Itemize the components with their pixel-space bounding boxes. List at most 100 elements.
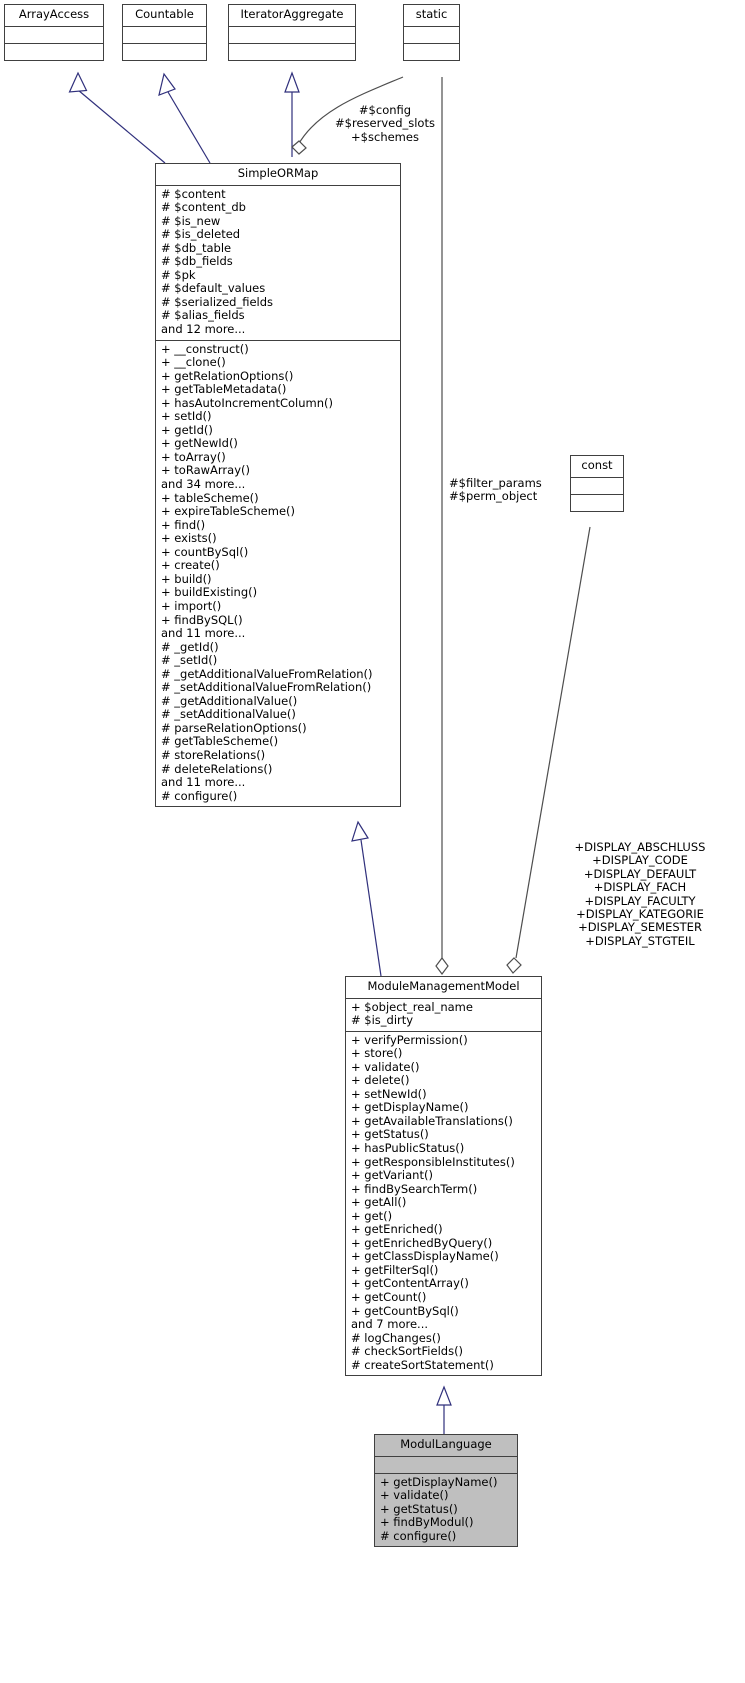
class-attributes-countable [123,27,206,44]
class-member-row: + getEnriched() [351,1222,443,1237]
class-operations-module-management-model: + verifyPermission()+ store()+ validate(… [346,1032,541,1376]
class-member-row: + setNewId() [351,1086,427,1101]
class-attributes-simple-ormap: # $content# $content_db# $is_new# $is_de… [156,186,400,341]
inheritance-simpleormap-iteratoraggregate [284,71,300,157]
class-box-simple-ormap[interactable]: SimpleORMap # $content# $content_db# $is… [155,163,401,808]
class-title-static: static [404,5,459,27]
class-member-row: + getAll() [351,1195,407,1210]
class-member-row: + verifyPermission() [351,1032,468,1047]
class-attributes-static [404,27,459,44]
class-box-array-access[interactable]: ArrayAccess [4,4,104,61]
class-member-row: # $is_dirty [351,1013,414,1028]
class-title-modul-language: ModulLanguage [375,1435,517,1457]
class-member-row: + getStatus() [380,1501,458,1516]
edge-label-static-simpleormap: #$config #$reserved_slots +$schemes [335,103,435,144]
class-member-row: + findBySQL() [161,612,243,627]
class-member-row: # _getAdditionalValueFromRelation() [161,666,373,681]
class-member-row: + findByModul() [380,1515,474,1530]
class-member-row: # deleteRelations() [161,761,273,776]
class-member-row: # _setId() [161,653,218,668]
class-member-row: and 34 more... [161,477,246,492]
class-member-row: # _getId() [161,639,219,654]
class-box-module-management-model[interactable]: ModuleManagementModel + $object_real_nam… [345,976,542,1377]
class-member-row: + import() [161,598,222,613]
class-member-row: # _setAdditionalValue() [161,707,296,722]
class-member-row: + getCount() [351,1290,427,1305]
inheritance-modulemanagementmodel-simpleormap [351,820,382,977]
class-box-iterator-aggregate[interactable]: IteratorAggregate [228,4,356,61]
class-member-row: + countBySql() [161,544,249,559]
class-title-array-access: ArrayAccess [5,5,103,27]
class-box-countable[interactable]: Countable [122,4,207,61]
class-member-row: # $is_deleted [161,227,241,242]
class-member-row: + create() [161,558,220,573]
class-member-row: + getContentArray() [351,1276,469,1291]
class-member-row: + getRelationOptions() [161,368,294,383]
class-box-modul-language[interactable]: ModulLanguage + getDisplayName()+ valida… [374,1434,518,1548]
class-member-row: and 11 more... [161,775,246,790]
edge-label-static-module-management-model: #$filter_params #$perm_object [449,476,542,504]
class-member-row: # _setAdditionalValueFromRelation() [161,680,372,695]
class-member-row: + $object_real_name [351,999,473,1014]
class-member-row: # configure() [380,1528,457,1543]
class-member-row: # $is_new [161,213,221,228]
class-member-row: # $db_table [161,240,232,255]
class-member-row: + getCountBySql() [351,1303,459,1318]
class-member-row: # _getAdditionalValue() [161,693,298,708]
class-member-row: + findBySearchTerm() [351,1181,478,1196]
class-operations-static [404,44,459,60]
edge-label-const-module-management-model: +DISPLAY_ABSCHLUSS +DISPLAY_CODE +DISPLA… [574,840,706,948]
class-member-row: + __construct() [161,341,249,356]
class-box-static[interactable]: static [403,4,460,61]
class-member-row: + delete() [351,1073,410,1088]
class-member-row: # $content [161,186,226,201]
class-member-row: + hasAutoIncrementColumn() [161,395,333,410]
class-member-row: + getTableMetadata() [161,382,287,397]
class-operations-simple-ormap: + __construct()+ __clone()+ getRelationO… [156,341,400,807]
class-member-row: # checkSortFields() [351,1344,464,1359]
class-member-row: and 7 more... [351,1317,429,1332]
class-attributes-iterator-aggregate [229,27,355,44]
class-member-row: + toRawArray() [161,463,250,478]
class-operations-modul-language: + getDisplayName()+ validate()+ getStatu… [375,1474,517,1547]
class-member-row: + get() [351,1208,393,1223]
class-member-row: + getVariant() [351,1168,433,1183]
class-member-row: + getStatus() [351,1127,429,1142]
class-member-row: + __clone() [161,355,226,370]
class-member-row: and 12 more... [161,322,246,337]
class-title-const: const [571,456,623,478]
class-member-row: + buildExisting() [161,585,258,600]
class-member-row: + getFilterSql() [351,1262,439,1277]
class-member-row: and 11 more... [161,626,246,641]
class-attributes-array-access [5,27,103,44]
class-box-const[interactable]: const [570,455,624,512]
class-member-row: # logChanges() [351,1330,441,1345]
class-member-row: # configure() [161,788,238,803]
class-member-row: + getDisplayName() [351,1100,469,1115]
inheritance-simpleormap-arrayaccess [68,71,166,164]
class-title-module-management-model: ModuleManagementModel [346,977,541,999]
class-member-row: + build() [161,571,212,586]
class-member-row: # $default_values [161,281,266,296]
class-member-row: + getId() [161,422,213,437]
class-member-row: + toArray() [161,449,226,464]
class-attributes-module-management-model: + $object_real_name# $is_dirty [346,999,541,1032]
class-member-row: + exists() [161,531,217,546]
class-operations-iterator-aggregate [229,44,355,60]
class-title-iterator-aggregate: IteratorAggregate [229,5,355,27]
class-member-row: # createSortStatement() [351,1357,494,1372]
class-title-countable: Countable [123,5,206,27]
class-member-row: + getAvailableTranslations() [351,1113,513,1128]
inheritance-modullanguage-modulemanagementmodel [436,1385,452,1434]
association-static-modulemanagementmodel [435,77,449,975]
class-member-row: # parseRelationOptions() [161,720,307,735]
class-member-row: + tableScheme() [161,490,259,505]
class-operations-array-access [5,44,103,60]
class-member-row: + expireTableScheme() [161,504,295,519]
class-member-row: # storeRelations() [161,747,266,762]
class-member-row: + getEnrichedByQuery() [351,1235,493,1250]
class-member-row: # $content_db [161,200,246,215]
class-member-row: + hasPublicStatus() [351,1141,465,1156]
class-member-row: + getResponsibleInstitutes() [351,1154,515,1169]
